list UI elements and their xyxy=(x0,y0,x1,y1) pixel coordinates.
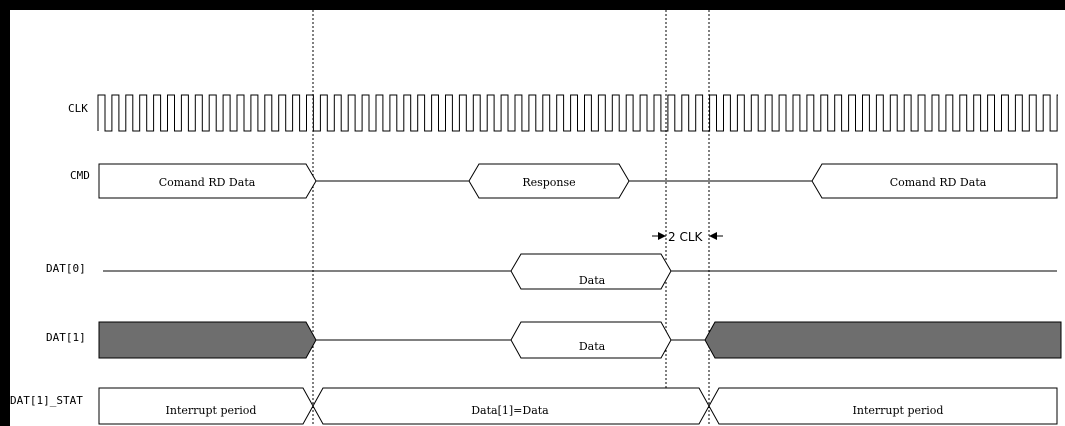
stat-segment-middle-label: Data[1]=Data xyxy=(471,404,549,417)
gap-arrow-right-head xyxy=(709,232,717,240)
stat-segment-first xyxy=(98,387,314,425)
dat1-waveform xyxy=(98,321,1062,359)
signal-label-dat1: DAT[1] xyxy=(46,331,86,344)
dat0-segment-data-label: Data xyxy=(579,274,606,287)
signal-label-cmd: CMD xyxy=(70,169,90,182)
dat1-segment-busy-first xyxy=(98,321,317,359)
signal-label-dat1-stat: DAT[1]_STAT xyxy=(10,394,83,407)
gap-arrow-left-head xyxy=(658,232,666,240)
clk-waveform xyxy=(97,94,1058,132)
reference-lines xyxy=(312,10,710,426)
dat1-stat-waveform xyxy=(98,387,1058,425)
cmd-segment-first-label: Comand RD Data xyxy=(159,176,256,189)
dat1-segment-data-label: Data xyxy=(579,340,606,353)
signal-label-dat0: DAT[0] xyxy=(46,262,86,275)
stat-segment-last xyxy=(708,387,1058,425)
dat0-waveform xyxy=(103,253,1057,290)
signal-label-clk: CLK xyxy=(68,102,88,115)
cmd-segment-first xyxy=(98,163,317,199)
cmd-segment-last xyxy=(811,163,1058,199)
cmd-waveform xyxy=(98,163,1058,199)
gap-annotation: 2 CLK xyxy=(652,230,723,244)
gap-label: 2 CLK xyxy=(668,230,704,244)
cmd-segment-last-label: Comand RD Data xyxy=(890,176,987,189)
dat1-segment-busy-last xyxy=(704,321,1062,359)
stat-segment-last-label: Interrupt period xyxy=(853,404,944,417)
stat-segment-first-label: Interrupt period xyxy=(166,404,257,417)
cmd-segment-response-label: Response xyxy=(522,176,575,189)
